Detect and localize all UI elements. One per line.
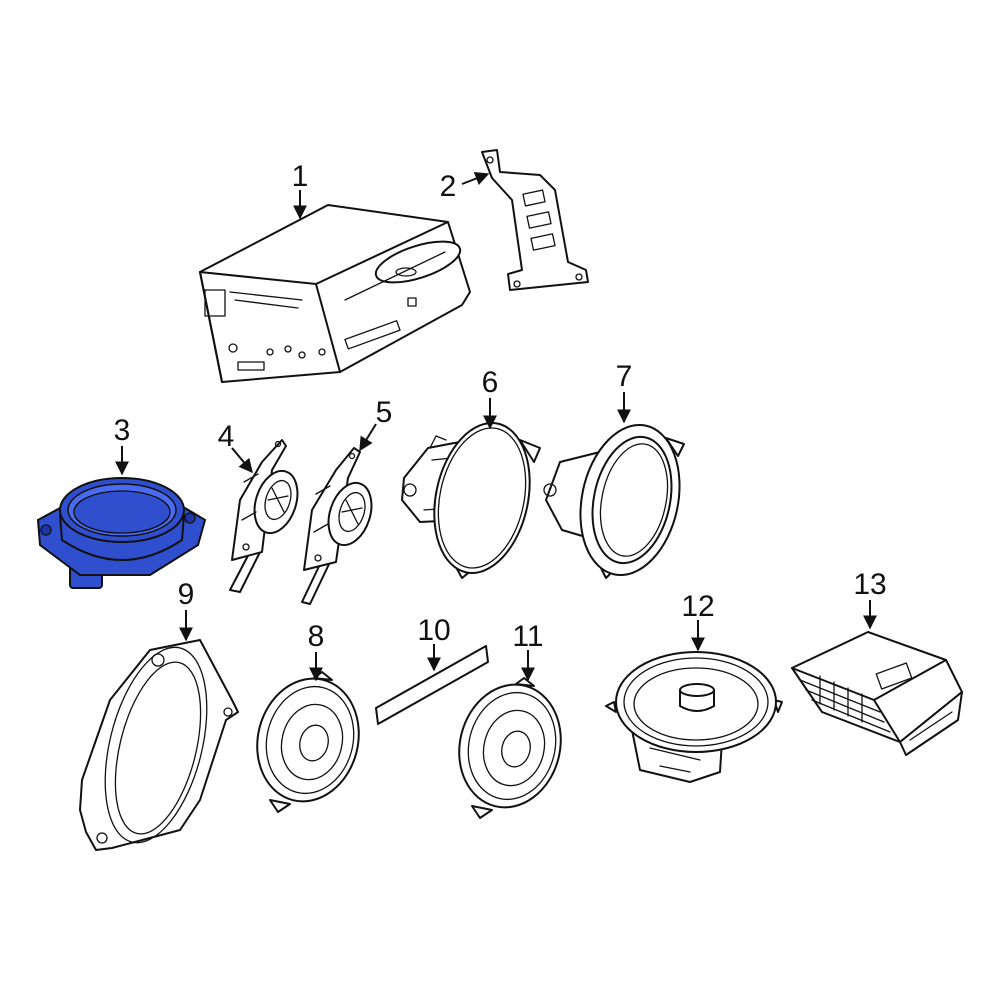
part-13-amplifier[interactable] [791, 631, 963, 756]
callout-3: 3 [114, 414, 131, 447]
callout-13: 13 [853, 568, 886, 601]
callout-labels: 1 2 3 4 5 6 7 8 9 10 11 12 13 [114, 160, 887, 653]
leader-2 [461, 171, 490, 186]
part-11-speaker[interactable] [446, 674, 573, 819]
label-leaders [115, 171, 877, 682]
part-4-tweeter[interactable] [229, 439, 305, 593]
callout-4: 4 [218, 420, 235, 453]
part-5-tweeter[interactable] [301, 447, 379, 605]
part-10-tape-strip[interactable] [375, 645, 489, 725]
callout-6: 6 [482, 366, 499, 399]
part-7-speaker[interactable] [543, 416, 693, 585]
callout-11: 11 [512, 620, 543, 653]
part-3-tweeter-highlighted[interactable] [36, 477, 207, 589]
callout-8: 8 [308, 620, 325, 653]
callout-10: 10 [417, 614, 450, 647]
part-12-coaxial-speaker[interactable] [605, 651, 783, 783]
leader-5 [359, 423, 377, 452]
part-2-bracket[interactable] [481, 149, 589, 291]
leader-4 [231, 447, 253, 474]
callout-2: 2 [440, 170, 457, 203]
part-6-speaker[interactable] [401, 414, 543, 582]
callout-7: 7 [616, 360, 633, 393]
callout-9: 9 [178, 578, 195, 611]
callout-1: 1 [292, 160, 309, 193]
part-1-radio-unit[interactable] [199, 204, 471, 383]
part-9-speaker-bracket[interactable] [79, 637, 239, 853]
callout-12: 12 [681, 590, 714, 623]
callout-5: 5 [376, 396, 393, 429]
part-8-speaker[interactable] [244, 668, 371, 813]
